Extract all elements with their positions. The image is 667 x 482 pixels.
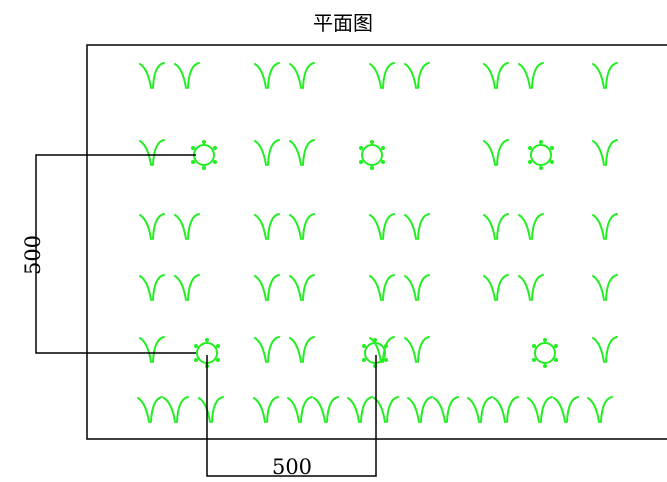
light-fixture-icon	[532, 338, 558, 368]
plant-icon	[369, 274, 395, 301]
plant-icon	[407, 396, 433, 423]
plant-icon	[404, 213, 430, 240]
horizontal-dimension: 500	[206, 355, 377, 479]
horizontal-dimension-label: 500	[272, 455, 312, 479]
plant-icon	[254, 62, 280, 89]
plant-icon	[483, 213, 509, 240]
plant-icon	[137, 396, 163, 423]
horizontal-dimension-line	[206, 355, 377, 477]
vertical-dimension: 500	[21, 154, 196, 354]
plant-icon	[404, 274, 430, 301]
plant-icon	[289, 62, 315, 89]
plant-icon	[289, 274, 315, 301]
plant-icon	[174, 274, 200, 301]
light-fixture-icon	[359, 140, 385, 170]
plant-icon	[373, 396, 399, 423]
plant-icon	[289, 336, 315, 363]
plant-icon	[254, 274, 280, 301]
plant-icon	[467, 396, 493, 423]
plant-icon	[139, 274, 165, 301]
plant-icon	[404, 336, 430, 363]
plant-icon	[313, 396, 339, 423]
plant-icon	[433, 396, 459, 423]
plant-icon	[289, 213, 315, 240]
plant-icon	[254, 139, 280, 166]
plant-icon	[592, 274, 618, 301]
plant-icon	[483, 139, 509, 166]
plant-icon	[289, 139, 315, 166]
plan-boundary	[86, 44, 667, 440]
plant-icon	[587, 396, 613, 423]
plant-icon	[163, 396, 189, 423]
plant-icon	[527, 396, 553, 423]
plant-icon	[592, 213, 618, 240]
plant-icon	[483, 62, 509, 89]
plant-icon	[347, 396, 373, 423]
plant-symbols	[137, 62, 618, 423]
plant-icon	[404, 62, 430, 89]
plant-icon	[253, 396, 279, 423]
plant-icon	[198, 396, 224, 423]
plant-icon	[139, 213, 165, 240]
plan-title: 平面图	[313, 11, 373, 35]
light-fixture-icon	[362, 338, 388, 368]
plant-icon	[592, 62, 618, 89]
plant-icon	[254, 213, 280, 240]
plant-icon	[518, 62, 544, 89]
vertical-dimension-label: 500	[21, 235, 45, 275]
plant-icon	[287, 396, 313, 423]
plant-icon	[553, 396, 579, 423]
plant-icon	[139, 139, 165, 166]
plant-icon	[139, 336, 165, 363]
plant-icon	[518, 213, 544, 240]
light-fixtures	[191, 140, 558, 368]
plant-icon	[174, 62, 200, 89]
light-fixture-icon	[528, 140, 554, 170]
plant-icon	[254, 336, 280, 363]
plant-icon	[174, 213, 200, 240]
plant-icon	[369, 213, 395, 240]
plant-icon	[518, 274, 544, 301]
plant-icon	[493, 396, 519, 423]
plant-icon	[592, 336, 618, 363]
plant-icon	[369, 62, 395, 89]
plant-icon	[592, 139, 618, 166]
plant-icon	[483, 274, 509, 301]
plant-icon	[139, 62, 165, 89]
vertical-dimension-line	[35, 154, 196, 354]
